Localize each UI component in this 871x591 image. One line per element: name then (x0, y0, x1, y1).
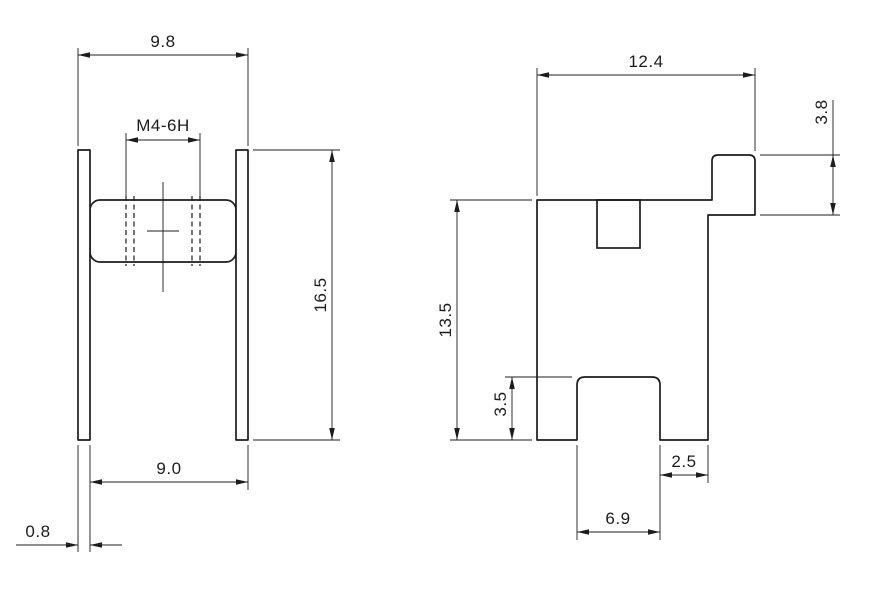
dim-label-side-overall-width: 12.4 (628, 52, 663, 71)
front-dimension-arrows (66, 52, 335, 548)
dim-label-notch-depth: 3.5 (491, 391, 510, 416)
dim-label-front-height: 16.5 (311, 277, 330, 312)
side-part-outline (536, 154, 756, 441)
dim-label-body-height: 13.5 (436, 302, 455, 337)
dim-label-edge-offset: 2.5 (671, 452, 696, 471)
dim-label-front-overall-width: 9.8 (150, 32, 175, 51)
dim-label-notch-width: 6.9 (605, 509, 630, 528)
dim-label-tab-height: 3.8 (812, 99, 831, 124)
front-right-leg-outline (235, 149, 249, 441)
thread-center-lines (147, 182, 179, 292)
dim-label-thread: M4-6H (136, 116, 190, 135)
front-dimension-lines (16, 48, 340, 552)
front-view: 9.8 M4-6H 16.5 9.0 0.8 (16, 32, 340, 552)
thread-hidden-lines (125, 196, 201, 266)
front-left-leg-outline (77, 149, 91, 441)
side-top-slot-outline (596, 199, 641, 249)
dim-label-front-inner-width: 9.0 (156, 459, 181, 478)
side-view: 12.4 3.8 13.5 3.5 2.5 6.9 (436, 52, 840, 540)
dim-label-front-thickness: 0.8 (25, 522, 50, 541)
